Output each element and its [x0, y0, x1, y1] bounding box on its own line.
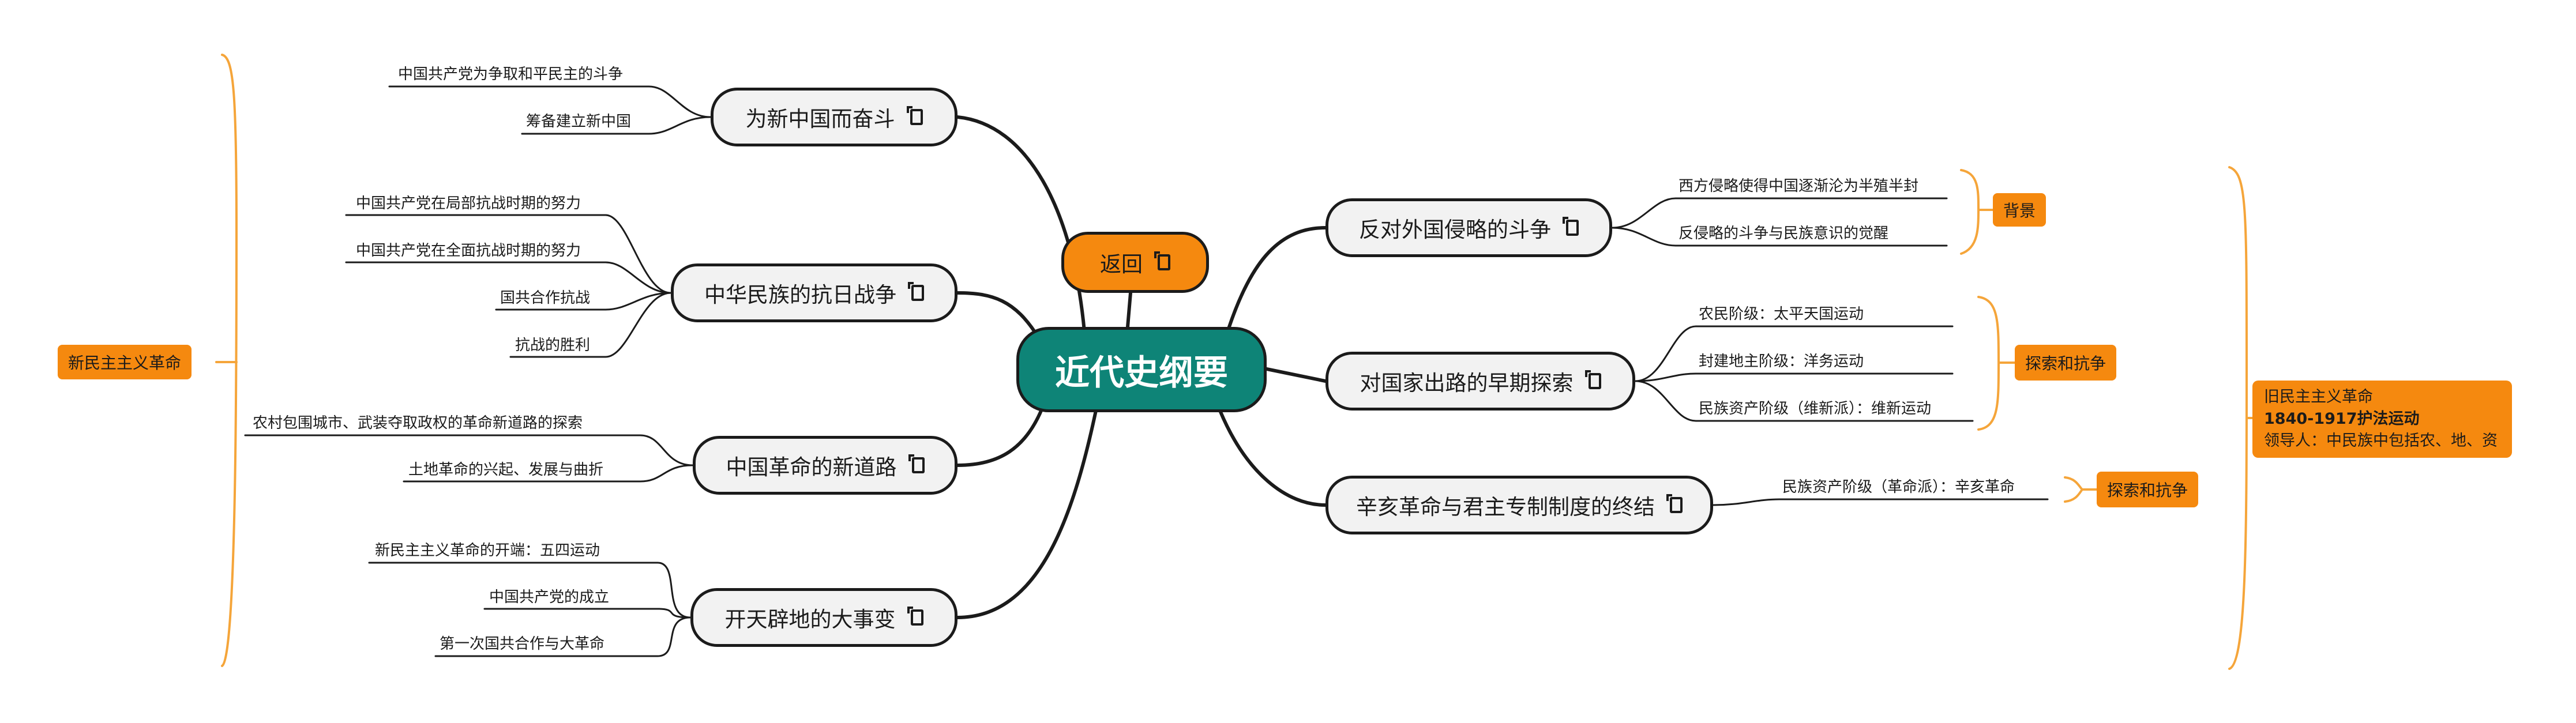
leaf-link — [1611, 197, 1948, 229]
summary-tag-background[interactable]: 背景 — [1993, 193, 2046, 227]
leaf-link — [1634, 325, 1954, 382]
leaf-item[interactable]: 民族资产阶级（革命派）：辛亥革命 — [1782, 479, 2015, 496]
leaf-item[interactable]: 中国共产党在局部抗战时期的努力 — [356, 195, 581, 212]
leaf-item[interactable]: 反侵略的斗争与民族意识的觉醒 — [1678, 225, 1889, 242]
topic-label: 开天辟地的大事变 — [724, 607, 896, 632]
root-topic-label: 近代史纲要 — [1055, 352, 1228, 393]
root-link — [1265, 367, 1327, 383]
topic-fight-for-new-china[interactable]: 为新中国而奋斗 — [711, 88, 957, 146]
leaf-item[interactable]: 土地革命的兴起、发展与曲折 — [408, 461, 604, 479]
root-topic[interactable]: 近代史纲要 — [1016, 327, 1267, 412]
back-button[interactable]: 返回 — [1061, 232, 1209, 293]
leaf-link — [509, 292, 672, 358]
leaf-item[interactable]: 农民阶级：太平天国运动 — [1699, 306, 1864, 323]
note-icon[interactable] — [1563, 217, 1579, 236]
back-button-label: 返回 — [1100, 252, 1143, 277]
leaf-link — [403, 464, 694, 483]
leaf-link — [345, 261, 672, 294]
leaf-item[interactable]: 筹备建立新中国 — [526, 113, 632, 130]
topic-anti-japanese-war[interactable]: 中华民族的抗日战争 — [671, 263, 957, 322]
summary-bracket — [2064, 476, 2098, 503]
topic-xinhai-revolution[interactable]: 辛亥革命与君主专制制度的终结 — [1325, 476, 1713, 534]
leaf-item[interactable]: 封建地主阶级：洋务运动 — [1699, 353, 1864, 370]
topic-great-event[interactable]: 开天辟地的大事变 — [690, 588, 957, 647]
note-icon[interactable] — [1666, 494, 1683, 513]
topic-label: 为新中国而奋斗 — [745, 107, 895, 131]
note-icon[interactable] — [1584, 370, 1601, 389]
root-link — [956, 115, 1086, 333]
leaf-link — [483, 608, 692, 619]
note-icon[interactable] — [1154, 251, 1170, 270]
summary-tag-exploration-2[interactable]: 探索和抗争 — [2097, 472, 2199, 507]
summary-line: 1840-1917护法运动 — [2264, 410, 2420, 428]
leaf-link — [1611, 227, 1948, 247]
leaf-link — [495, 292, 672, 311]
root-link — [1227, 226, 1327, 330]
topic-label: 中华民族的抗日战争 — [704, 283, 896, 307]
summary-old-democratic-revolution[interactable]: 旧民主主义革命 1840-1917护法运动 领导人：中民族中包括农、地、资 — [2252, 381, 2512, 458]
topic-early-exploration[interactable]: 对国家出路的早期探索 — [1325, 352, 1635, 411]
summary-bracket — [215, 54, 238, 667]
leaf-item[interactable]: 民族资产阶级（维新派）：维新运动 — [1699, 400, 1932, 417]
leaf-link — [368, 562, 692, 619]
summary-line: 领导人：中民族中包括农、地、资 — [2264, 432, 2498, 450]
leaf-link — [388, 85, 712, 118]
note-icon[interactable] — [908, 454, 925, 473]
leaf-link — [1634, 372, 1954, 382]
summary-bracket — [1960, 169, 1994, 255]
root-link — [1218, 409, 1327, 507]
leaf-item[interactable]: 中国共产党的成立 — [489, 589, 610, 606]
summary-line: 旧民主主义革命 — [2264, 388, 2373, 406]
leaf-item[interactable]: 新民主主义革命的开端：五四运动 — [375, 542, 600, 559]
root-link — [956, 402, 1046, 467]
leaf-link — [1634, 380, 1974, 422]
leaf-item[interactable]: 西方侵略使得中国逐渐沦为半殖半封 — [1678, 178, 1919, 195]
root-link — [956, 409, 1098, 619]
leaf-link — [1712, 498, 2049, 506]
topic-label: 中国革命的新道路 — [726, 455, 897, 480]
leaf-link — [521, 116, 712, 135]
topic-new-revolution-road[interactable]: 中国革命的新道路 — [693, 436, 957, 495]
topic-anti-foreign-aggression[interactable]: 反对外国侵略的斗争 — [1325, 198, 1612, 257]
leaf-item[interactable]: 农村包围城市、武装夺取政权的革命新道路的探索 — [253, 415, 583, 432]
leaf-link — [345, 214, 672, 294]
leaf-item[interactable]: 抗战的胜利 — [515, 337, 591, 354]
root-link — [956, 291, 1040, 339]
note-icon[interactable] — [908, 282, 924, 301]
note-icon[interactable] — [907, 607, 923, 626]
leaf-item[interactable]: 中国共产党在全面抗战时期的努力 — [356, 242, 581, 259]
leaf-item[interactable]: 第一次国共合作与大革命 — [440, 635, 605, 653]
topic-label: 反对外国侵略的斗争 — [1359, 217, 1551, 242]
leaf-link — [244, 434, 694, 466]
summary-bracket — [1977, 296, 2016, 431]
summary-tag-exploration[interactable]: 探索和抗争 — [2015, 345, 2117, 381]
leaf-item[interactable]: 国共合作抗战 — [500, 289, 591, 307]
root-link — [1126, 291, 1132, 329]
summary-new-democratic-revolution[interactable]: 新民主主义革命 — [58, 345, 192, 379]
summary-bracket — [2228, 166, 2254, 670]
leaf-link — [434, 616, 692, 657]
topic-label: 对国家出路的早期探索 — [1360, 371, 1574, 396]
leaf-item[interactable]: 中国共产党为争取和平民主的斗争 — [398, 66, 624, 83]
topic-label: 辛亥革命与君主专制制度的终结 — [1356, 495, 1655, 519]
note-icon[interactable] — [906, 106, 923, 125]
